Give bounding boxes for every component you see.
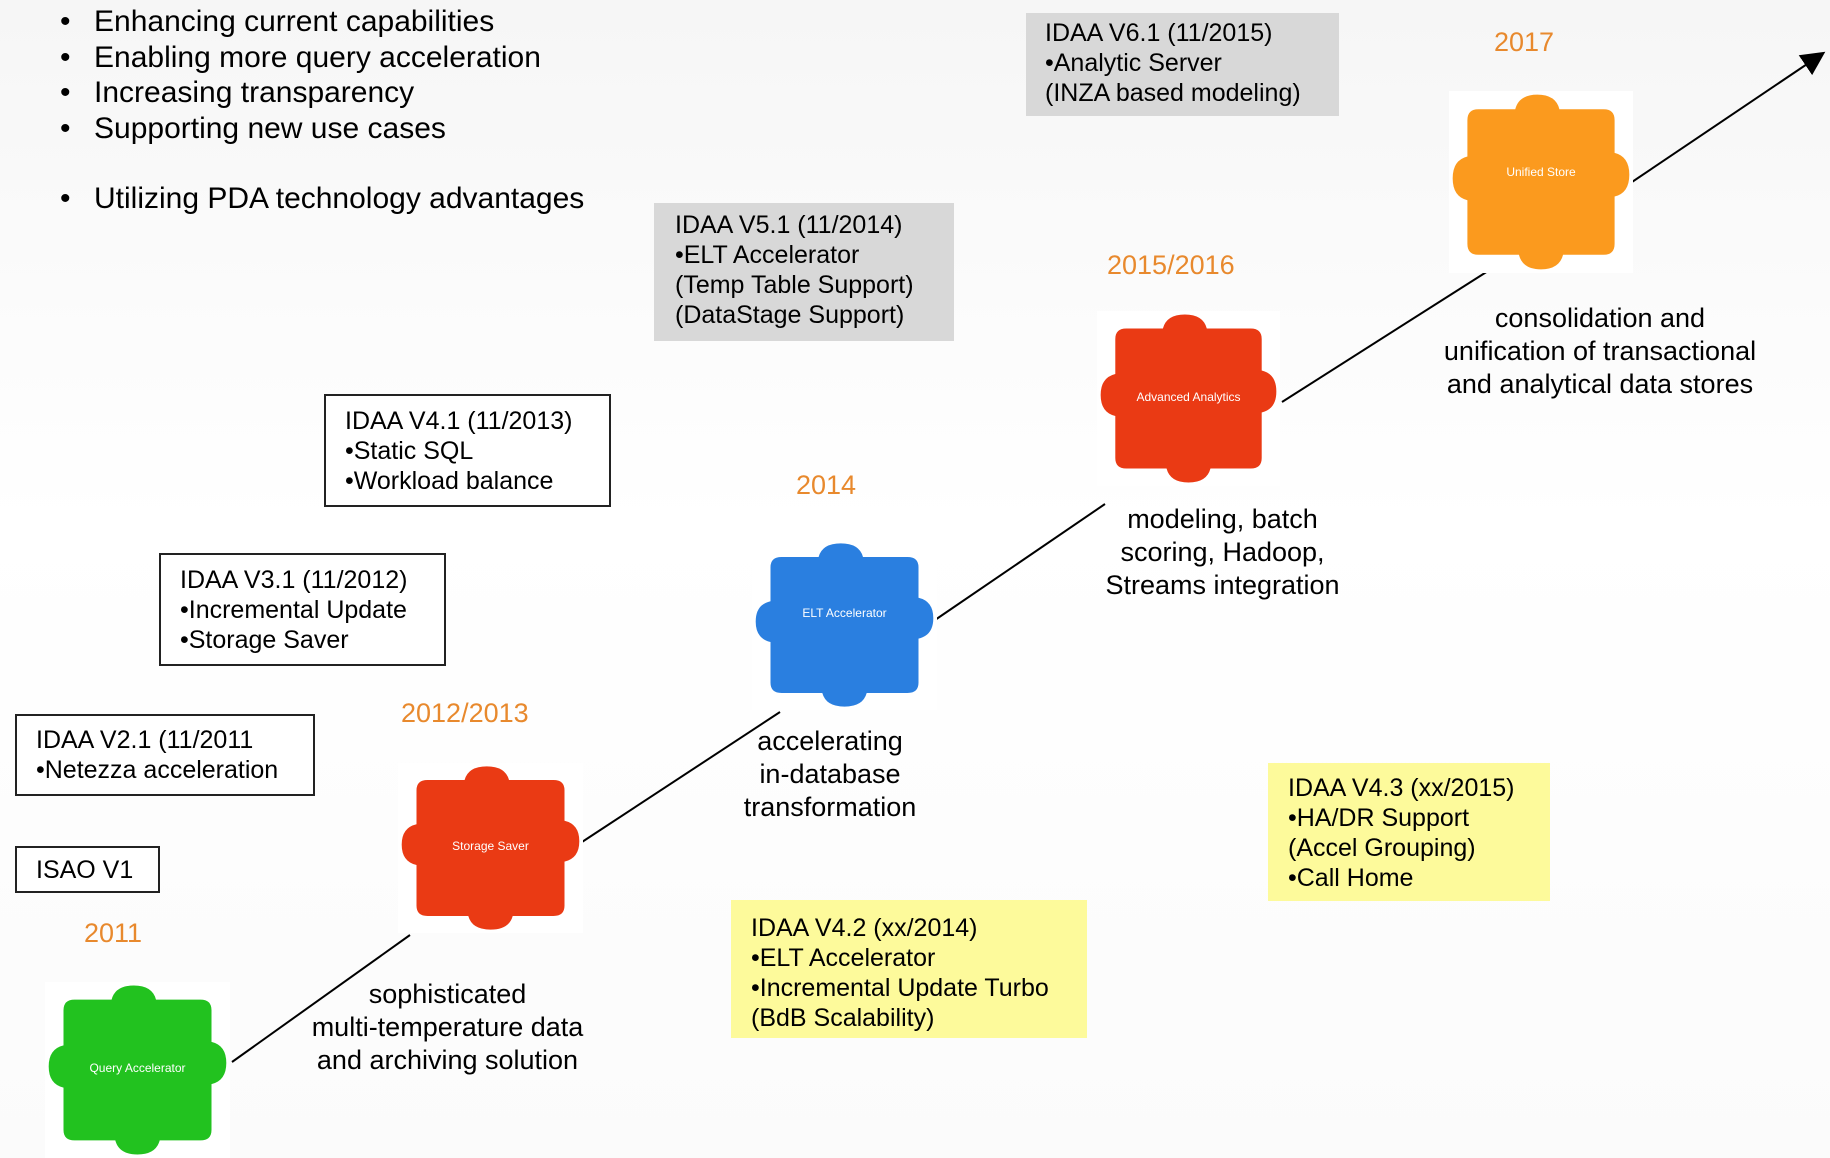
bullet-item: Enhancing current capabilities — [60, 4, 584, 40]
puzzle-piece-icon — [755, 543, 934, 707]
bullet-item: Supporting new use cases — [60, 111, 584, 147]
elt-accelerator-piece: ELT Accelerator — [752, 540, 937, 710]
year-label-2012-2013: 2012/2013 — [401, 698, 529, 728]
bullet-item: Utilizing PDA technology advantages — [60, 181, 584, 217]
connector-line — [1281, 270, 1489, 403]
advanced-analytics-description: modeling, batch scoring, Hadoop, Streams… — [1105, 504, 1340, 600]
puzzle-piece-icon — [1452, 94, 1630, 270]
connector-line — [231, 934, 411, 1063]
idaa-v31-box: IDAA V3.1 (11/2012) •Incremental Update … — [159, 553, 446, 666]
piece-label: Storage Saver — [452, 839, 529, 853]
piece-label: Query Accelerator — [89, 1061, 186, 1075]
idaa-v41-box: IDAA V4.1 (11/2013) •Static SQL •Workloa… — [324, 394, 611, 507]
elt-accelerator-description: accelerating in-database transformation — [743, 726, 917, 822]
storage-saver-piece: Storage Saver — [398, 763, 583, 933]
puzzle-piece-icon — [48, 985, 227, 1155]
year-label-2015-2016: 2015/2016 — [1107, 250, 1235, 280]
year-label-2014: 2014 — [796, 470, 857, 500]
piece-label: Unified Store — [1506, 165, 1576, 179]
puzzle-piece-icon — [401, 766, 580, 930]
isao-v1-box: ISAO V1 — [15, 846, 160, 893]
piece-label: Advanced Analytics — [1136, 390, 1241, 404]
query-accelerator-piece: Query Accelerator — [45, 982, 230, 1158]
idaa-v21-box: IDAA V2.1 (11/2011 •Netezza acceleration — [15, 714, 315, 796]
bullet-item: Enabling more query acceleration — [60, 40, 584, 76]
idaa-v43-box: IDAA V4.3 (xx/2015) •HA/DR Support (Acce… — [1268, 763, 1550, 901]
bullet-item: Increasing transparency — [60, 75, 584, 111]
idaa-v51-box: IDAA V5.1 (11/2014) •ELT Accelerator (Te… — [654, 203, 954, 341]
storage-saver-description: sophisticated multi-temperature data and… — [311, 979, 584, 1075]
capabilities-list: Enhancing current capabilities Enabling … — [60, 4, 584, 217]
puzzle-piece-icon — [1100, 314, 1277, 483]
connector-line — [581, 711, 781, 843]
arrow-line — [1631, 51, 1826, 183]
year-label-2017: 2017 — [1494, 27, 1555, 57]
advanced-analytics-piece: Advanced Analytics — [1097, 311, 1280, 486]
piece-label: ELT Accelerator — [802, 606, 887, 620]
unified-store-description: consolidation and unification of transac… — [1443, 303, 1757, 399]
idaa-v42-box: IDAA V4.2 (xx/2014) •ELT Accelerator •In… — [731, 900, 1087, 1038]
idaa-v61-box: IDAA V6.1 (11/2015) •Analytic Server (IN… — [1026, 13, 1339, 116]
unified-store-piece: Unified Store — [1449, 91, 1633, 273]
year-label-2011: 2011 — [84, 918, 143, 948]
connector-line — [934, 503, 1106, 621]
